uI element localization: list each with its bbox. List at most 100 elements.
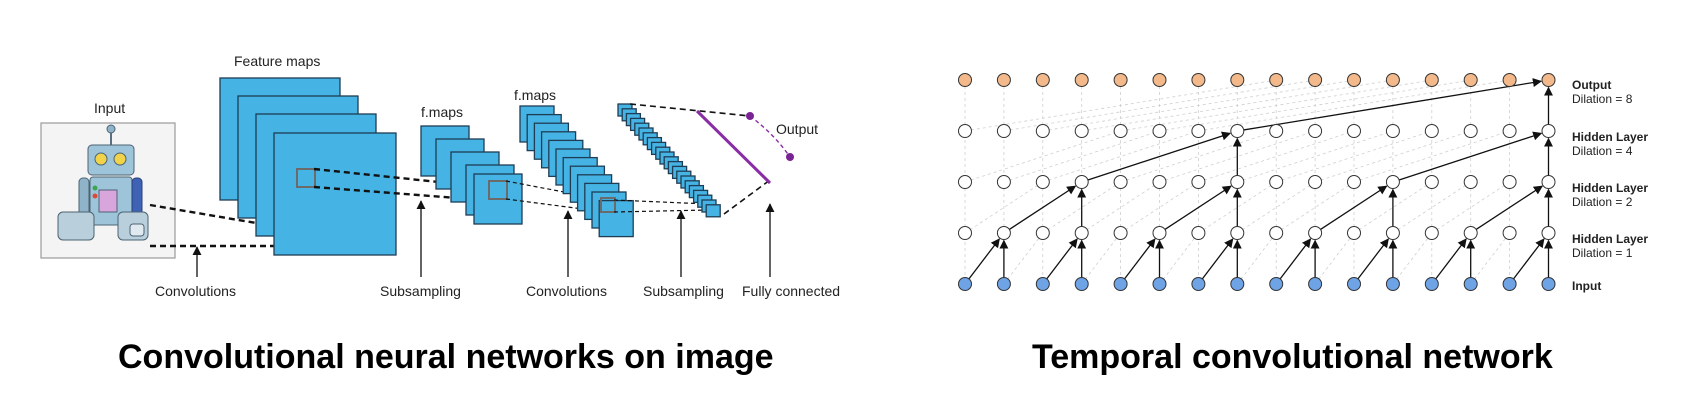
tcn-node bbox=[1074, 73, 1089, 87]
tcn-node bbox=[958, 226, 972, 240]
grid-line bbox=[1081, 232, 1121, 285]
grid-line bbox=[1353, 130, 1510, 183]
tcn-node bbox=[1308, 73, 1323, 87]
output-label: Output bbox=[776, 121, 818, 137]
layer-title: Hidden Layer bbox=[1572, 232, 1648, 246]
fmaps-stack-3 bbox=[617, 103, 721, 218]
grid-line bbox=[1003, 232, 1044, 285]
tcn-node bbox=[1191, 226, 1206, 240]
bottom-label: Fully connected bbox=[742, 283, 840, 299]
tcn-node bbox=[1308, 175, 1323, 189]
tcn-node bbox=[1385, 124, 1400, 138]
tcn-node bbox=[1502, 277, 1517, 291]
fc-connection-line bbox=[695, 109, 772, 185]
tcn-node bbox=[958, 73, 972, 87]
tcn-edge bbox=[1124, 238, 1156, 280]
grid-line bbox=[1198, 130, 1355, 183]
tcn-node bbox=[1385, 73, 1400, 87]
feature-map bbox=[705, 204, 721, 218]
tcn-edge bbox=[1475, 185, 1543, 230]
tcn-node bbox=[1230, 124, 1245, 138]
tcn-node bbox=[1541, 124, 1556, 138]
tcn-node bbox=[1230, 226, 1245, 240]
tcn-node bbox=[1385, 226, 1400, 240]
bottom-label: Convolutions bbox=[155, 283, 236, 299]
tcn-node bbox=[1541, 226, 1556, 240]
grid-line bbox=[1042, 130, 1199, 183]
tcn-node bbox=[1230, 175, 1245, 189]
tcn-node bbox=[1230, 73, 1245, 87]
tcn-edge bbox=[1046, 238, 1078, 280]
tcn-node bbox=[1424, 175, 1439, 189]
tcn-node bbox=[1502, 73, 1517, 87]
tcn-node bbox=[1035, 226, 1050, 240]
tcn-node bbox=[1385, 175, 1400, 189]
tcn-node bbox=[1113, 226, 1128, 240]
tcn-node bbox=[1269, 226, 1284, 240]
tcn-node bbox=[1152, 277, 1167, 291]
grid-line bbox=[1237, 130, 1394, 183]
tcn-edge bbox=[968, 238, 1000, 280]
layer-title: Output bbox=[1572, 78, 1611, 92]
tcn-node bbox=[1308, 226, 1323, 240]
tcn-node bbox=[958, 175, 972, 189]
grid-line bbox=[1198, 79, 1510, 132]
cnn-caption: Convolutional neural networks on image bbox=[118, 338, 774, 376]
tcn-node bbox=[1035, 73, 1050, 87]
tcn-node bbox=[1463, 175, 1478, 189]
tcn-node bbox=[1074, 226, 1089, 240]
layer-subtitle: Dilation = 8 bbox=[1572, 92, 1633, 106]
feature-maps-stack bbox=[219, 77, 397, 256]
tcn-node bbox=[1541, 175, 1556, 189]
tcn-node bbox=[1074, 124, 1089, 138]
tcn-edge bbox=[1357, 238, 1389, 280]
tcn-node bbox=[1191, 175, 1206, 189]
tcn-node bbox=[1541, 277, 1556, 291]
tcn-edge bbox=[1435, 238, 1467, 280]
fmaps-label-1: f.maps bbox=[421, 104, 463, 120]
tcn-node bbox=[1347, 175, 1361, 189]
tcn-node bbox=[1113, 277, 1128, 291]
tcn-layer-labels: Output Dilation = 8 Hidden Layer Dilatio… bbox=[1572, 78, 1648, 293]
tcn-edge bbox=[1279, 238, 1312, 280]
tcn-edge bbox=[1513, 238, 1545, 280]
grid-line bbox=[1392, 232, 1433, 285]
tcn-node bbox=[1152, 175, 1167, 189]
cnn-panel: Input Feature maps f.maps bbox=[40, 53, 840, 376]
layer-title: Hidden Layer bbox=[1572, 130, 1648, 144]
receptive-field-box bbox=[488, 180, 508, 200]
tcn-node bbox=[1463, 277, 1478, 291]
tcn-node bbox=[996, 277, 1011, 291]
tcn-edges bbox=[968, 78, 1554, 280]
fmaps-label-2: f.maps bbox=[514, 87, 556, 103]
tcn-node bbox=[1463, 226, 1478, 240]
tcn-node bbox=[1191, 277, 1206, 291]
tcn-node bbox=[1463, 124, 1478, 138]
receptive-field-box bbox=[296, 168, 316, 188]
tcn-caption: Temporal convolutional network bbox=[1032, 338, 1553, 376]
tcn-node bbox=[996, 226, 1011, 240]
tcn-node bbox=[958, 277, 972, 291]
tcn-panel: Output Dilation = 8 Hidden Layer Dilatio… bbox=[958, 73, 1648, 376]
tcn-node bbox=[1424, 73, 1439, 87]
feature-map bbox=[598, 199, 634, 238]
tcn-node bbox=[1152, 124, 1167, 138]
tcn-node bbox=[1347, 73, 1361, 87]
grid-line bbox=[1276, 130, 1432, 183]
tcn-node bbox=[996, 124, 1011, 138]
tcn-node bbox=[1385, 277, 1400, 291]
bottom-label: Subsampling bbox=[380, 283, 461, 299]
grid-line bbox=[1003, 79, 1316, 132]
tcn-edge bbox=[1398, 131, 1543, 181]
tcn-node bbox=[1113, 175, 1128, 189]
tcn-node bbox=[1191, 124, 1206, 138]
bottom-label: Convolutions bbox=[526, 283, 607, 299]
tcn-node bbox=[1269, 277, 1284, 291]
layer-subtitle: Dilation = 1 bbox=[1572, 246, 1633, 260]
grid-line bbox=[1003, 130, 1160, 183]
tcn-node bbox=[1347, 226, 1361, 240]
tcn-node bbox=[1424, 277, 1439, 291]
tcn-node bbox=[1269, 175, 1284, 189]
tcn-nodes bbox=[958, 73, 1556, 291]
tcn-node bbox=[1074, 277, 1089, 291]
